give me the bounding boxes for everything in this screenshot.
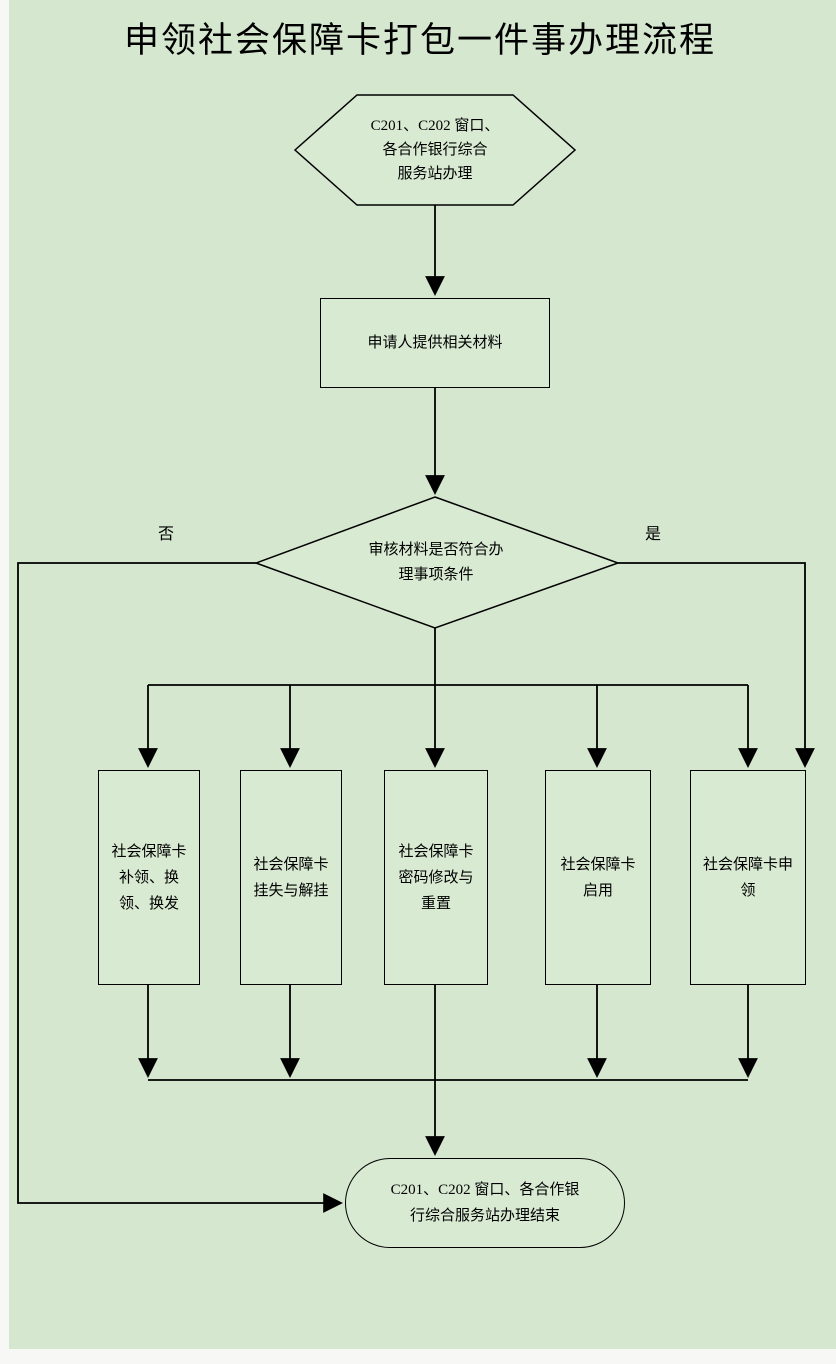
edge-decision-yes	[618, 562, 815, 768]
start-node-line: 各合作银行综合	[382, 142, 488, 158]
branch-card-loss-report-label: 社会保障卡挂失与解挂	[253, 856, 329, 899]
start-node-line: 服务站办理	[397, 166, 473, 182]
process-provide-materials-label: 申请人提供相关材料	[367, 335, 503, 351]
decision-line: 审核材料是否符合办	[368, 541, 504, 558]
branch-card-reissue-label: 社会保障卡补领、换领、换发	[111, 843, 187, 912]
decision-line: 理事项条件	[398, 566, 474, 583]
page-margin-left	[0, 0, 9, 1364]
branch-card-activation-label: 社会保障卡启用	[560, 856, 636, 899]
branch-card-password-reset: 社会保障卡密码修改与重置	[384, 770, 488, 985]
branch-card-password-reset-label: 社会保障卡密码修改与重置	[398, 843, 474, 912]
end-node: C201、C202 窗口、各合作银 行综合服务站办理结束	[345, 1158, 625, 1248]
end-node-line: 行综合服务站办理结束	[409, 1208, 560, 1224]
start-hexagon-shape	[293, 94, 577, 206]
branch-card-activation: 社会保障卡启用	[545, 770, 651, 985]
decision-yes-label: 是	[645, 526, 662, 543]
edge-decision-no	[17, 562, 343, 1213]
process-provide-materials: 申请人提供相关材料	[320, 298, 550, 388]
decision-no-label: 否	[158, 526, 175, 543]
branch-card-reissue: 社会保障卡补领、换领、换发	[98, 770, 200, 985]
decision-review-materials: 审核材料是否符合办 理事项条件	[276, 497, 596, 628]
start-node: C201、C202 窗口、 各合作银行综合 服务站办理	[295, 95, 575, 205]
page-margin-bottom	[0, 1349, 836, 1364]
branch-card-loss-report: 社会保障卡挂失与解挂	[240, 770, 342, 985]
page-title: 申领社会保障卡打包一件事办理流程	[123, 21, 716, 60]
start-node-line: C201、C202 窗口、	[370, 118, 500, 134]
decision-diamond-shape	[253, 496, 621, 629]
branch-card-application-label: 社会保障卡申领	[703, 856, 794, 899]
branch-card-application: 社会保障卡申领	[690, 770, 806, 985]
end-node-line: C201、C202 窗口、各合作银	[390, 1182, 580, 1198]
